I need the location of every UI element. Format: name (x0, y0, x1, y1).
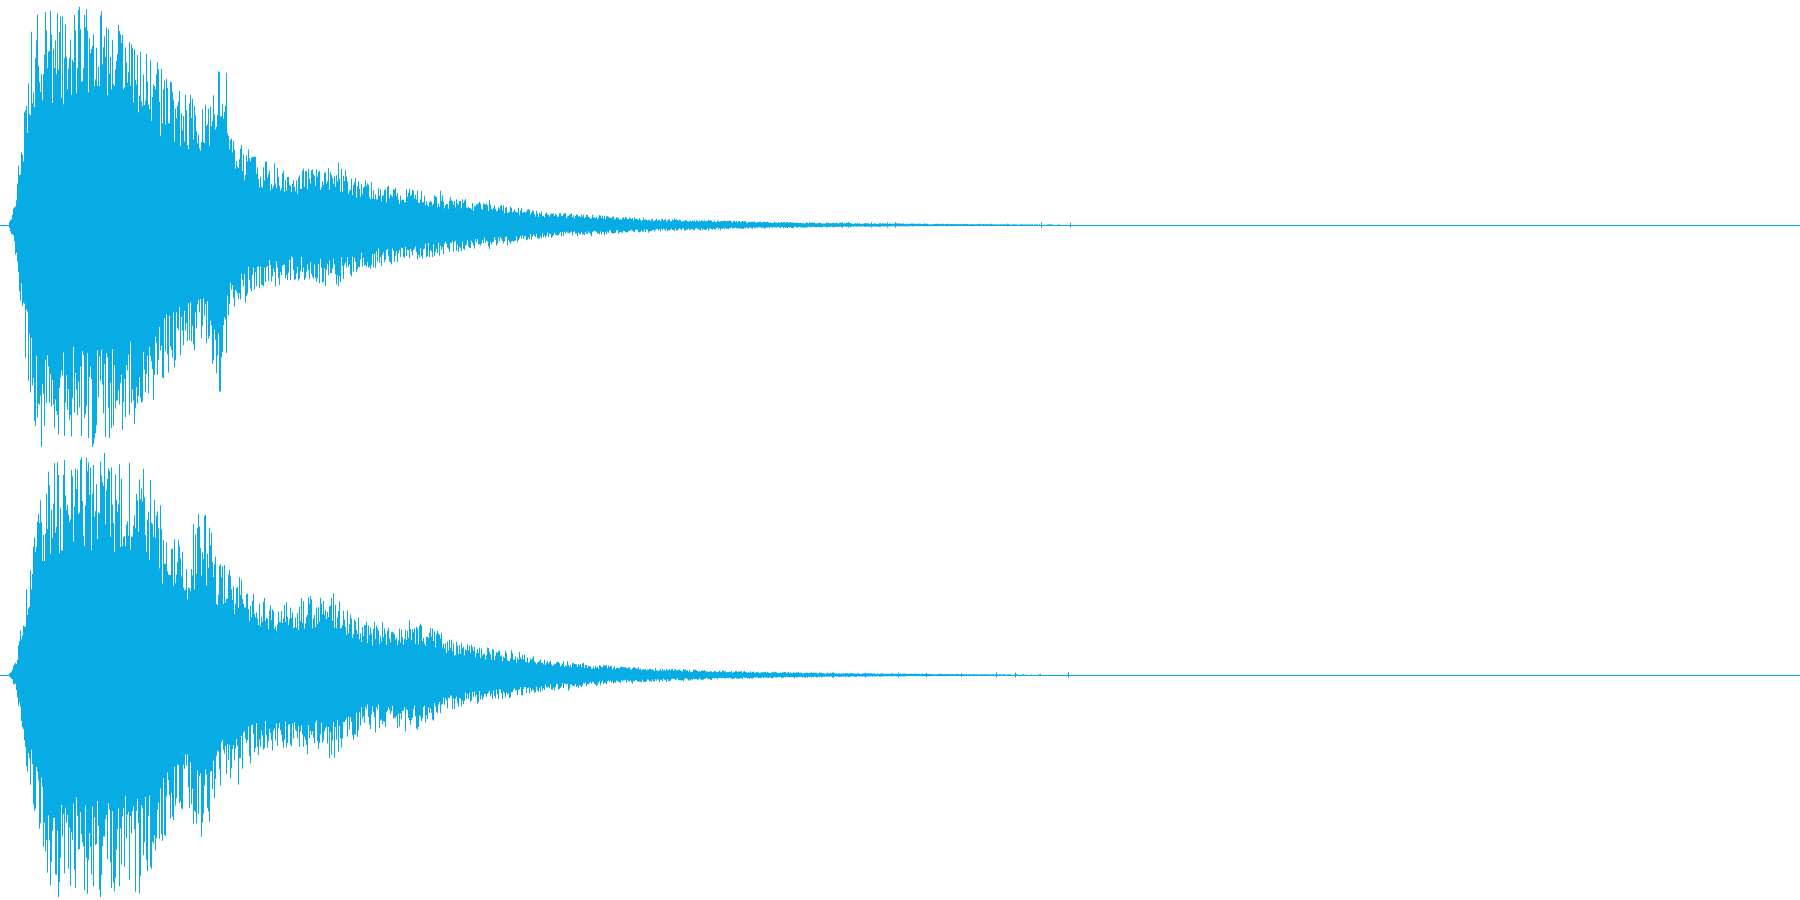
waveform-signal (9, 453, 1068, 897)
waveform-right-svg (0, 453, 1800, 897)
waveform-channel-right (0, 450, 1800, 900)
waveform-tail-blips (700, 672, 1069, 678)
waveform-left-svg (0, 6, 1800, 447)
waveform-channel-left (0, 6, 1800, 447)
waveform-tail-blips (700, 222, 1071, 228)
waveform-signal (9, 6, 1060, 447)
